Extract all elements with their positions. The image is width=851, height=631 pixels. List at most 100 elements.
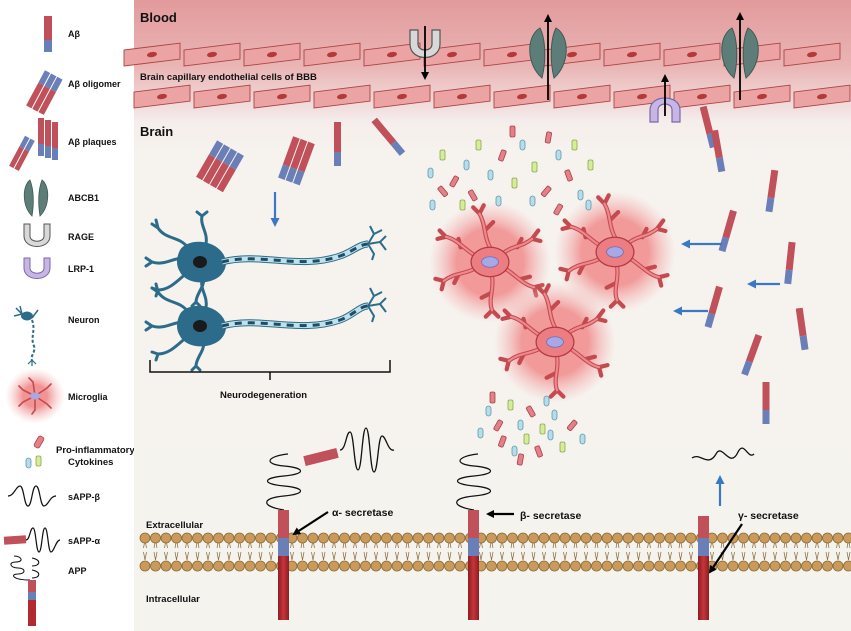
cytokine — [477, 427, 484, 439]
cytokine — [559, 441, 566, 453]
cytokine — [493, 419, 504, 432]
cytokine — [577, 189, 584, 201]
cytokine — [459, 199, 466, 211]
intracellular-label: Intracellular — [146, 594, 200, 605]
cytokine — [509, 125, 516, 138]
beta-secretase-label: β- secretase — [520, 510, 581, 522]
cytokine — [587, 159, 594, 171]
cytokine — [439, 149, 446, 161]
endothelial-cell — [183, 42, 241, 67]
legend-sapp-beta-icon — [7, 485, 57, 507]
cytokine — [511, 177, 518, 189]
neuron-upper — [144, 210, 387, 308]
legend-neuron-icon — [13, 305, 39, 366]
legend-neuron-label: Neuron — [68, 315, 100, 325]
legend-cytokines-label-line2: Cytokines — [68, 457, 113, 468]
endothelial-cell — [783, 42, 841, 67]
cytokine — [564, 169, 573, 182]
legend-abeta-oligomer-label: Aβ oligomer — [68, 79, 121, 89]
cytokine — [544, 131, 552, 144]
endothelial-cell — [243, 42, 301, 67]
cytokine — [571, 139, 578, 151]
legend-app-icon — [10, 555, 40, 626]
cytokine — [475, 139, 482, 151]
abeta-plaque-center — [278, 136, 315, 186]
sapp-alpha-released — [303, 427, 395, 473]
app-beta-site — [456, 453, 514, 620]
endothelial-cell — [433, 84, 491, 109]
cytokine — [566, 419, 578, 431]
endothelial-cell — [123, 42, 181, 67]
legend-abeta-plaques-label: Aβ plaques — [68, 137, 117, 147]
cytokine — [463, 159, 470, 171]
cytokine — [534, 445, 543, 458]
neuron-lower — [144, 274, 387, 372]
legend: Aβ Aβ oligomer Aβ plaques ABCB1 RAGE — [3, 16, 135, 626]
cytokine — [539, 423, 546, 435]
cytokine — [517, 419, 524, 431]
app-alpha-site — [266, 453, 329, 620]
cytokine — [507, 399, 514, 411]
endothelial-cell — [603, 42, 661, 67]
cytokine — [516, 453, 524, 466]
endothelial-row-lower — [133, 84, 851, 109]
cell-membrane — [139, 532, 851, 572]
app-gamma-site — [698, 516, 743, 620]
cytokine — [543, 395, 550, 407]
abeta-monomer — [741, 334, 763, 376]
abeta-monomer — [765, 169, 779, 213]
legend-abeta-label: Aβ — [68, 29, 80, 39]
legend-abeta-oligomer-icon — [26, 70, 63, 115]
endothelial-cell — [553, 84, 611, 109]
endothelial-cell — [493, 84, 551, 109]
cytokine — [498, 149, 507, 162]
legend-lrp1-icon — [23, 257, 51, 279]
legend-sapp-alpha-icon — [3, 527, 61, 553]
endothelial-cell — [733, 84, 791, 109]
main-panel: Blood Brain capillary endothelial cells … — [123, 0, 851, 631]
abcb1-transporter-2 — [721, 12, 759, 100]
cytokine — [498, 435, 507, 448]
abeta-monomer — [762, 382, 770, 424]
cytokine — [547, 429, 554, 441]
abeta-oligomer-left — [196, 140, 244, 193]
cytokine — [495, 195, 502, 207]
microglia-3 — [494, 281, 616, 403]
cytokine — [437, 185, 449, 197]
abeta-monomer — [795, 307, 809, 351]
legend-abeta-plaques-icon — [9, 118, 58, 171]
legend-lrp1-label: LRP-1 — [68, 264, 94, 274]
legend-app-label: APP — [68, 566, 87, 576]
neurodegeneration-label: Neurodegeneration — [220, 390, 307, 401]
cytokine — [529, 195, 536, 207]
cytokine — [531, 161, 538, 173]
endothelial-cell — [363, 42, 421, 67]
cytokine — [523, 433, 530, 445]
sapp-beta-released — [691, 447, 755, 461]
cytokine — [429, 199, 436, 211]
legend-rage-label: RAGE — [68, 232, 94, 242]
cytokine — [555, 149, 562, 161]
cytokine — [579, 433, 586, 445]
legend-cytokines-icon — [25, 435, 45, 469]
endothelial-cell — [793, 84, 851, 109]
cytokine — [511, 445, 518, 457]
endothelial-cell — [253, 84, 311, 109]
abeta-monomers-right — [699, 105, 809, 424]
legend-sapp-alpha-label: sAPP-α — [68, 536, 101, 546]
alpha-secretase-label: α- secretase — [332, 507, 393, 519]
cytokines-cluster-upper — [427, 125, 594, 216]
endothelial-cell — [133, 84, 191, 109]
bbb-label: Brain capillary endothelial cells of BBB — [140, 72, 317, 83]
gamma-secretase-label: γ- secretase — [738, 510, 799, 522]
endothelial-cell — [663, 42, 721, 67]
cytokine — [427, 167, 434, 179]
neurodegeneration-bracket — [149, 360, 391, 380]
blood-label: Blood — [140, 10, 177, 25]
cytokine — [489, 391, 496, 404]
brain-label: Brain — [140, 124, 173, 139]
abeta-monomer-1 — [334, 122, 341, 166]
legend-microglia-label: Microglia — [68, 392, 109, 402]
cytokine — [449, 175, 460, 188]
